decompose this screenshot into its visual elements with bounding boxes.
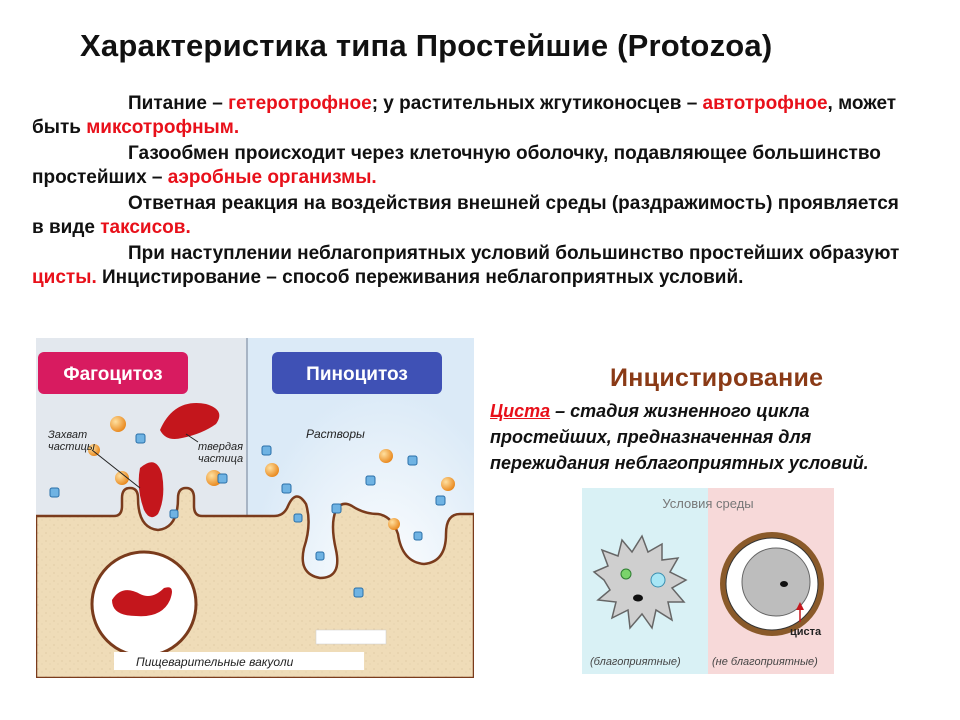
amoeba-nucleus xyxy=(633,594,643,602)
encystment-diagram xyxy=(582,488,834,674)
highlight-span: цисты. xyxy=(32,267,97,288)
text-span: Газообмен происходит через клеточную обо… xyxy=(32,143,881,188)
highlight-span: автотрофное xyxy=(702,93,828,114)
definition-line: Циста – стадия жизненного цикла xyxy=(490,398,960,424)
solutions-label: Растворы xyxy=(306,427,365,441)
solid-particle xyxy=(160,403,220,439)
text-span: Ответная реакция на воздействия внешней … xyxy=(32,193,899,238)
label-box xyxy=(114,652,364,670)
highlight-span: таксисов. xyxy=(100,217,191,238)
text-span: , может быть xyxy=(32,93,897,138)
endocytosis-figure: Фагоцитоз Пиноцитоз xyxy=(36,338,474,678)
favorable-label: (благоприятные) xyxy=(590,656,681,668)
solution-particle xyxy=(435,495,446,506)
solution-particle xyxy=(407,455,418,466)
definition-line: пережидания неблагоприятных условий. xyxy=(490,453,869,473)
text-span: При наступлении неблагоприятных условий … xyxy=(128,243,900,264)
cyst-body xyxy=(741,547,811,617)
solution-particle xyxy=(261,445,272,456)
definition-line: простейших, предназначенная для xyxy=(490,427,812,447)
solution-particle xyxy=(135,433,146,444)
solution-particle xyxy=(331,503,342,514)
vacuole-particle xyxy=(112,587,172,617)
orange-particle xyxy=(265,463,279,477)
pino-tab xyxy=(272,352,442,394)
capture-label: Захват xyxy=(48,429,87,441)
phago-label: Фагоцитоз xyxy=(63,364,162,385)
endocytosis-diagram: Фагоцитоз Пиноцитоз xyxy=(36,338,474,678)
highlight-span: гетеротрофное xyxy=(228,93,372,114)
capture-label: частицы xyxy=(48,441,95,453)
solid-label: частица xyxy=(198,453,243,465)
solution-particle xyxy=(169,509,179,519)
solution-particle xyxy=(293,513,303,523)
paragraph-irritability: Ответная реакция на воздействия внешней … xyxy=(32,192,912,240)
label-box xyxy=(315,629,387,645)
conditions-label: Условия среды xyxy=(662,496,754,511)
cyst-nucleus xyxy=(780,581,788,587)
body-text: Питание – гетеротрофное; у растительных … xyxy=(32,92,912,292)
solution-particle xyxy=(49,487,60,498)
definition-text: – стадия жизненного цикла xyxy=(550,401,810,421)
solid-pointer xyxy=(185,433,199,443)
encystment-figure: Условия среды (благоприятные) (не благоп… xyxy=(582,488,834,674)
paragraph-nutrition: Питание – гетеротрофное; у растительных … xyxy=(32,92,912,140)
paragraph-gas-exchange: Газообмен происходит через клеточную обо… xyxy=(32,142,912,190)
cyst-arrow-head xyxy=(796,602,804,610)
cyst-term: Циста xyxy=(490,401,551,421)
orange-particle xyxy=(88,444,100,456)
encystment-title: Инцистирование xyxy=(610,364,824,392)
capture-pointer xyxy=(91,449,141,489)
solution-particle xyxy=(413,531,423,541)
pino-label: Пиноцитоз xyxy=(306,364,408,385)
amoeba-vacuole xyxy=(620,568,632,580)
highlight-span: аэробные организмы. xyxy=(167,167,377,188)
text-span: Инцистирование – способ переживания небл… xyxy=(96,267,744,288)
orange-particle xyxy=(441,477,455,491)
orange-particle xyxy=(110,416,126,432)
highlight-span: миксотрофным. xyxy=(86,117,240,138)
amoeba-vacuole xyxy=(650,572,666,588)
orange-particle xyxy=(379,449,393,463)
solution-particles xyxy=(49,433,446,598)
solution-particle xyxy=(315,551,325,561)
solid-label: твердая xyxy=(198,441,243,453)
unfavorable-label: (не благоприятные) xyxy=(712,656,818,668)
text-span: ; у растительных жгутиконосцев – xyxy=(371,93,703,114)
solution-particle xyxy=(281,483,292,494)
vacuole-label: Пищеварительные вакуоли xyxy=(136,655,294,669)
phago-tab xyxy=(38,352,188,394)
solution-particle xyxy=(365,475,376,486)
text-span: Питание – xyxy=(128,93,229,114)
page-title: Характеристика типа Простейшие (Protozoa… xyxy=(80,28,773,63)
encystment-definition: Циста – стадия жизненного цикла простейш… xyxy=(490,398,960,476)
amoeba xyxy=(592,534,688,630)
solution-particle xyxy=(217,473,228,484)
solution-particle xyxy=(353,587,364,598)
paragraph-cysts: При наступлении неблагоприятных условий … xyxy=(32,242,912,290)
orange-particle xyxy=(115,471,129,485)
orange-particle xyxy=(388,518,400,530)
cyst-label: циста xyxy=(790,626,822,638)
captured-particle xyxy=(138,462,164,518)
